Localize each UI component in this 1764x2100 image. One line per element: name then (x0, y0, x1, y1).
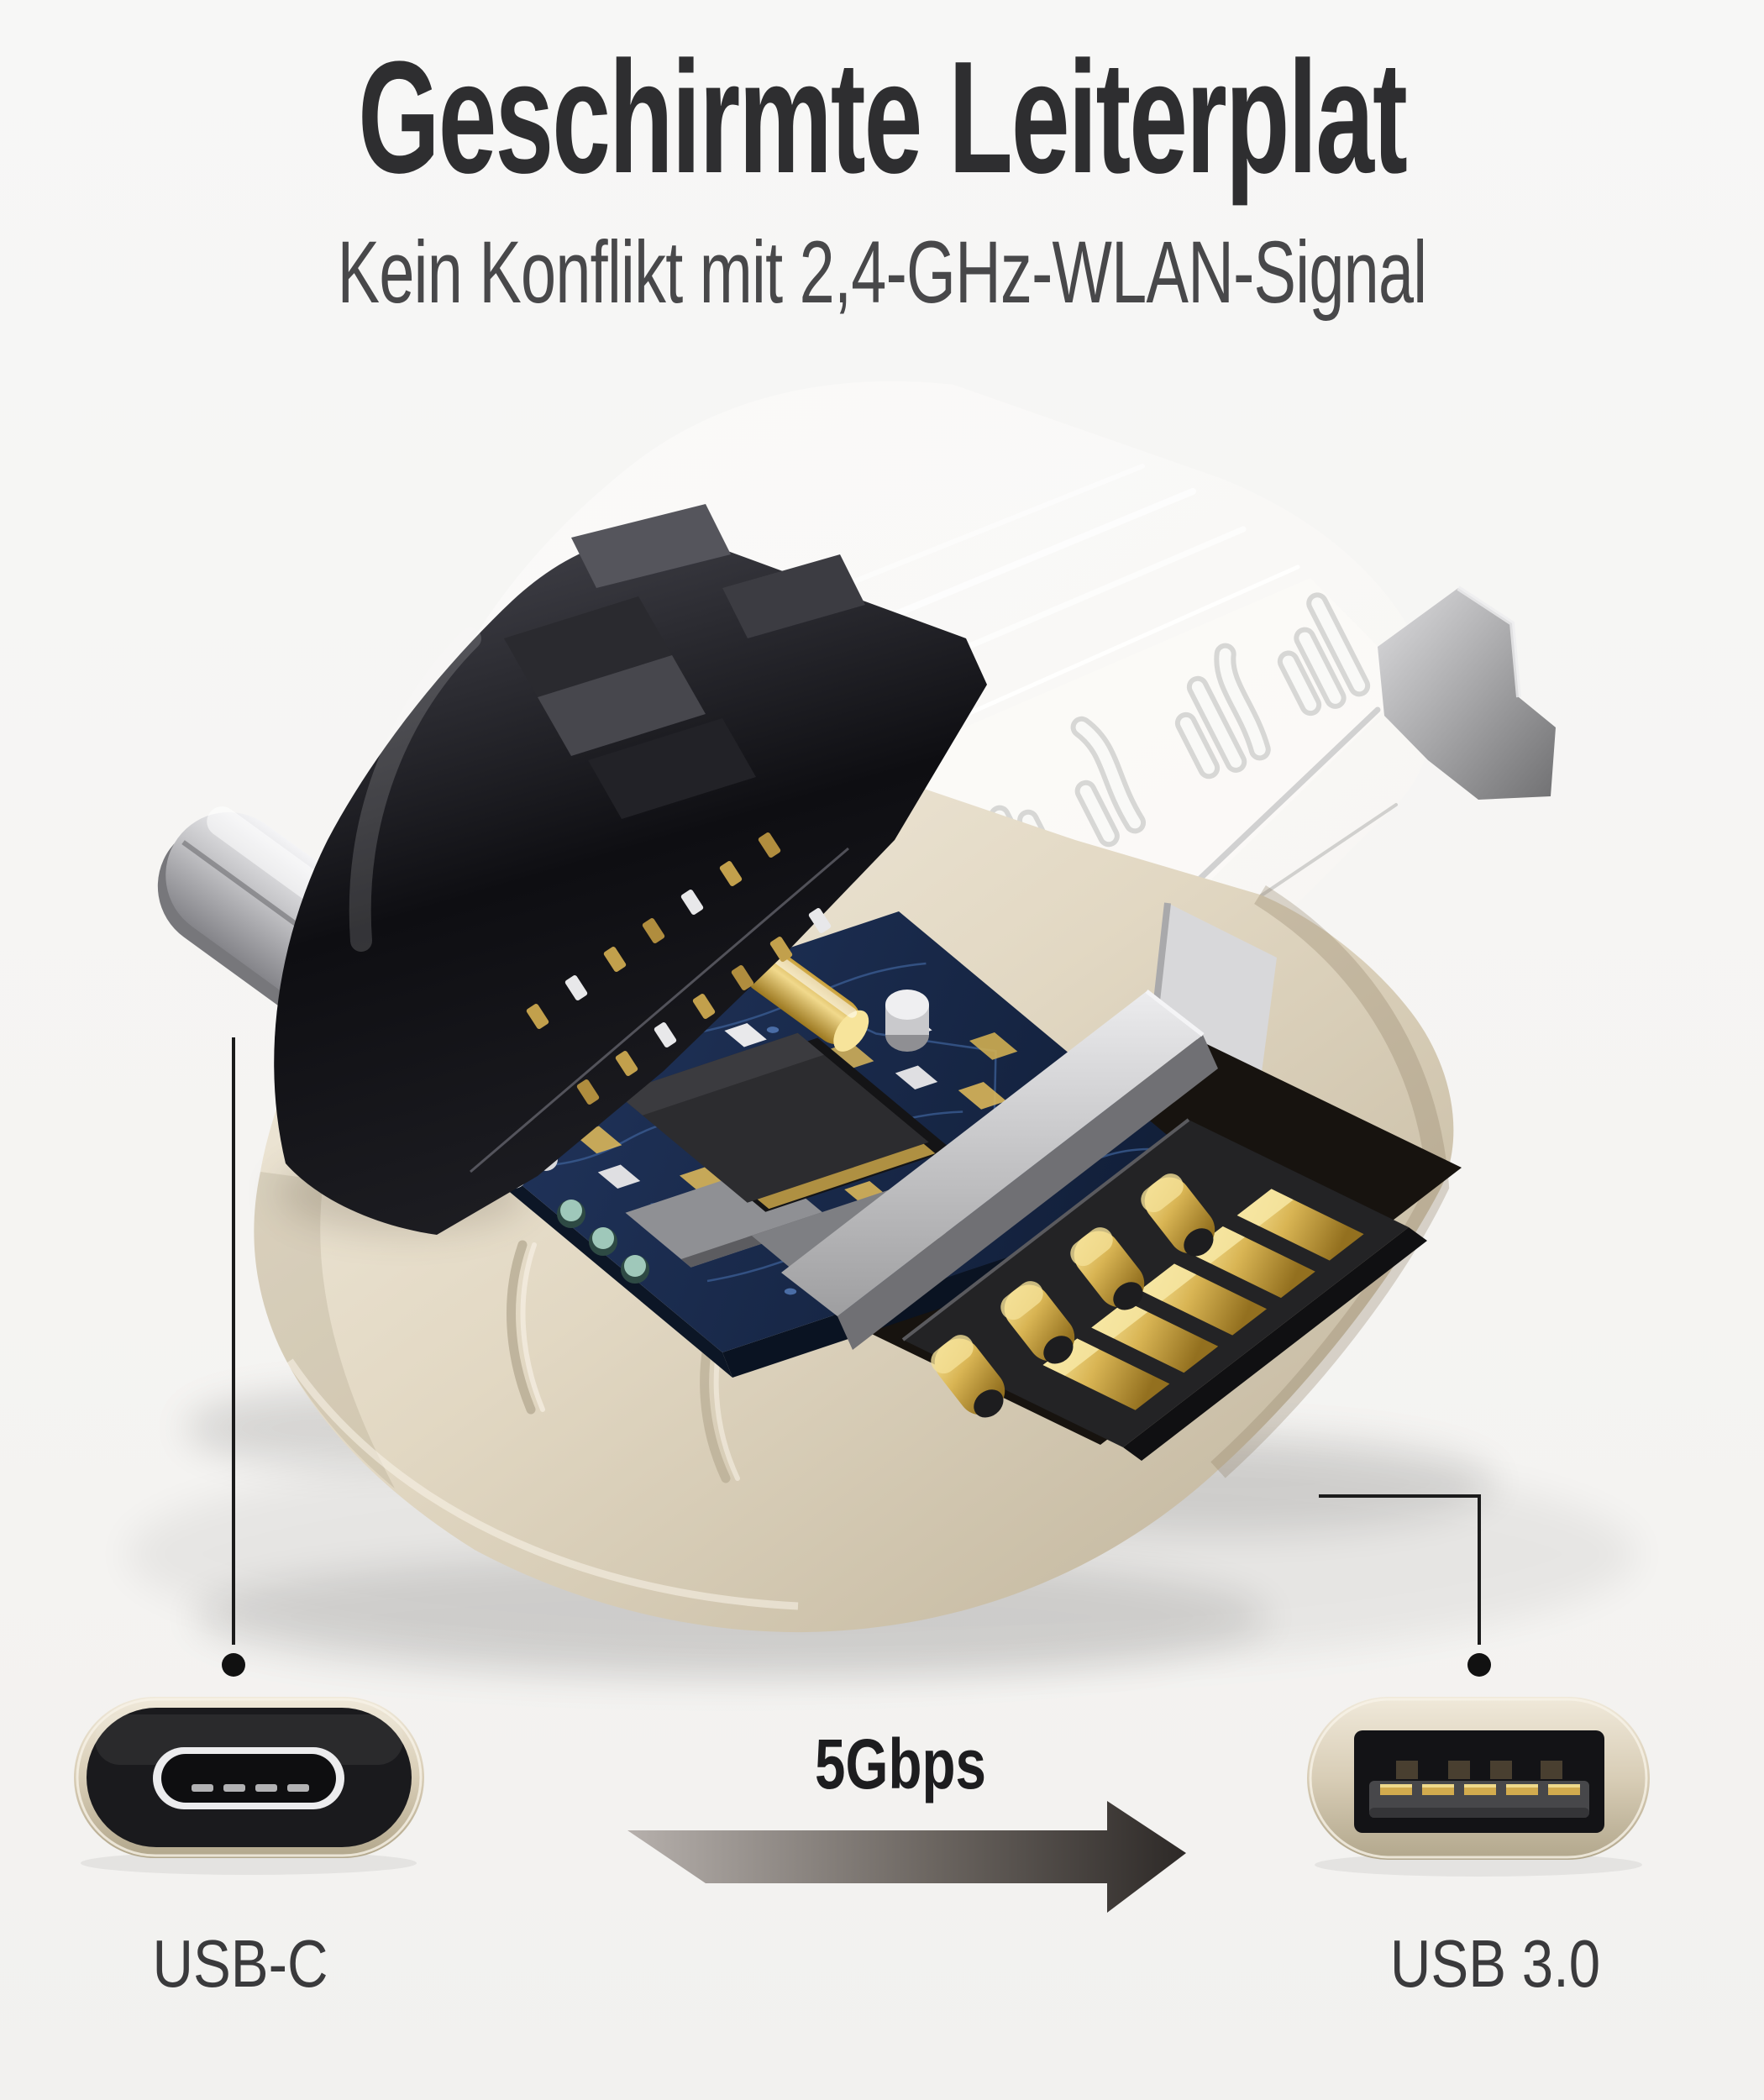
callout-dot-right (1467, 1653, 1491, 1677)
callout-right (1319, 1494, 1491, 1677)
shell-bottom-highlight (286, 1358, 799, 1610)
usb-c-plug (274, 504, 988, 1235)
metal-shield-wall (781, 990, 1218, 1350)
usb-a-upper-contacts (1396, 1761, 1562, 1779)
gold-flat-contacts (1042, 1189, 1364, 1410)
speed-arrow (627, 1801, 1186, 1913)
speed-label: 5Gbps (815, 1725, 986, 1803)
page-subtitle: Kein Konflikt mit 2,4-GHz-WLAN-Signal (337, 223, 1427, 322)
callout-left (222, 1037, 245, 1677)
page-title: Geschirmte Leiterplat (358, 29, 1408, 207)
cover-metal-rim-edge (1457, 585, 1521, 698)
plug-gloss (349, 627, 481, 952)
callout-line-right (1319, 1494, 1481, 1645)
plug-edge-light (470, 847, 849, 1173)
callout-dot-left (222, 1653, 245, 1677)
usb-c-slot-pins (192, 1784, 309, 1792)
usb-a-label: USB 3.0 (1389, 1926, 1601, 2001)
usb-a-tongue (901, 1118, 1427, 1461)
gold-inductor (743, 944, 869, 1052)
usb-a-gold-pins (1380, 1784, 1580, 1795)
shell-left-shade (254, 1172, 395, 1488)
plug-facets (504, 504, 865, 819)
shell-rim-shadow (1210, 885, 1450, 1478)
gold-spring-contacts (931, 1173, 1215, 1418)
silver-capacitor (885, 990, 929, 1052)
usb-c-label: USB-C (152, 1926, 328, 2001)
usb-a-port-icon (1307, 1697, 1650, 1877)
main-chip (616, 1032, 953, 1212)
usb-c-port-icon (74, 1697, 424, 1875)
